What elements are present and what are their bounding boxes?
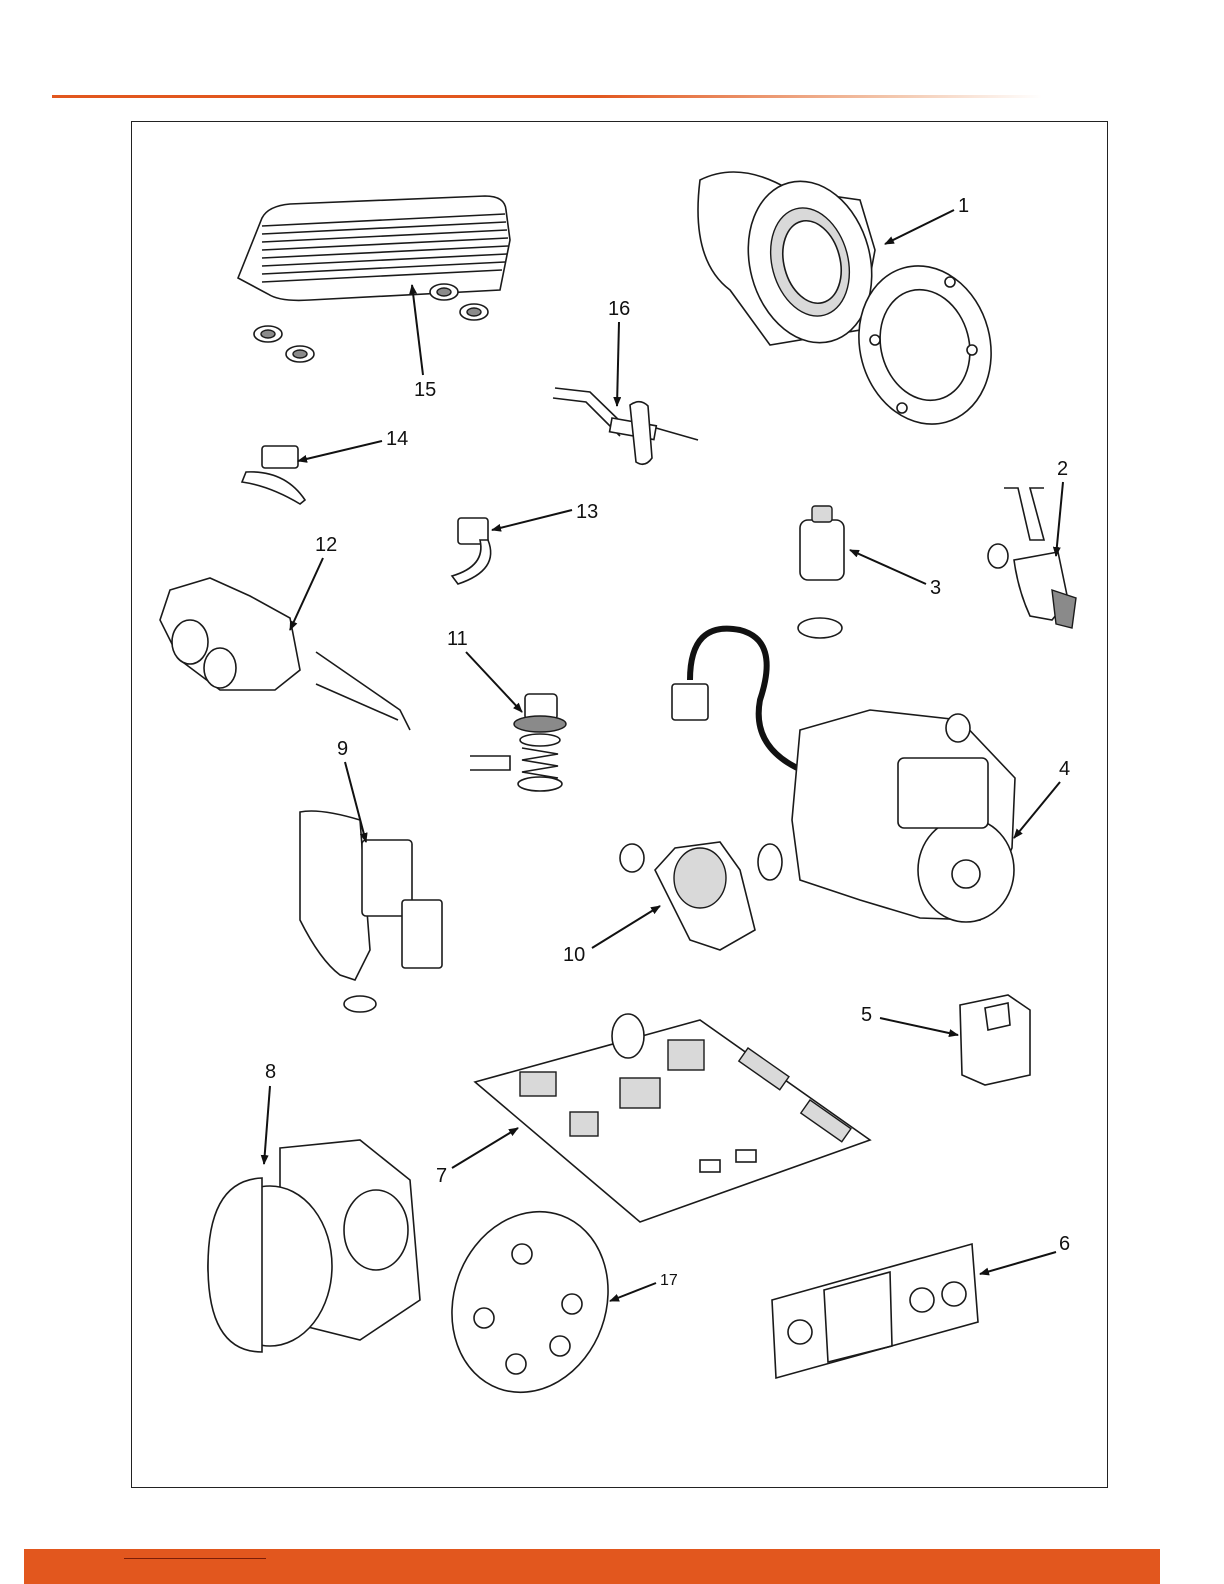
ignition-transformer-part <box>960 995 1030 1085</box>
inspection-plate-part <box>427 1190 633 1415</box>
control-pcb-part <box>475 1014 870 1222</box>
callout-15: 15 <box>414 379 436 401</box>
callout-17: 17 <box>660 1272 678 1289</box>
callout-16: 16 <box>608 298 630 320</box>
callout-7: 7 <box>436 1165 447 1187</box>
callout-2: 2 <box>1057 458 1068 480</box>
callout-6: 6 <box>1059 1233 1070 1255</box>
fan-part <box>208 1140 420 1352</box>
callout-13: 13 <box>576 501 598 523</box>
diverter-valve-part <box>160 578 410 730</box>
callout-14: 14 <box>386 428 408 450</box>
air-vent-part <box>798 506 844 638</box>
display-board-part <box>772 1244 978 1378</box>
sensor-13-part <box>452 518 491 584</box>
gas-valve-part <box>300 811 442 1012</box>
ignition-electrode-part <box>553 388 698 464</box>
callout-5: 5 <box>861 1004 872 1026</box>
callout-11: 11 <box>447 628 468 650</box>
safety-valve-part <box>988 488 1076 628</box>
callout-3: 3 <box>930 577 941 599</box>
callout-4: 4 <box>1059 758 1070 780</box>
pump-connector-part <box>620 842 782 950</box>
sensor-14-part <box>242 446 305 504</box>
callout-9: 9 <box>337 738 348 760</box>
callout-1: 1 <box>958 195 969 217</box>
callout-12: 12 <box>315 534 337 556</box>
callout-8: 8 <box>265 1061 276 1083</box>
plate-heat-exchanger-part <box>238 196 510 362</box>
footer-link-underline <box>124 1558 266 1559</box>
callout-10: 10 <box>563 944 585 966</box>
footer-bar <box>24 1549 1160 1584</box>
